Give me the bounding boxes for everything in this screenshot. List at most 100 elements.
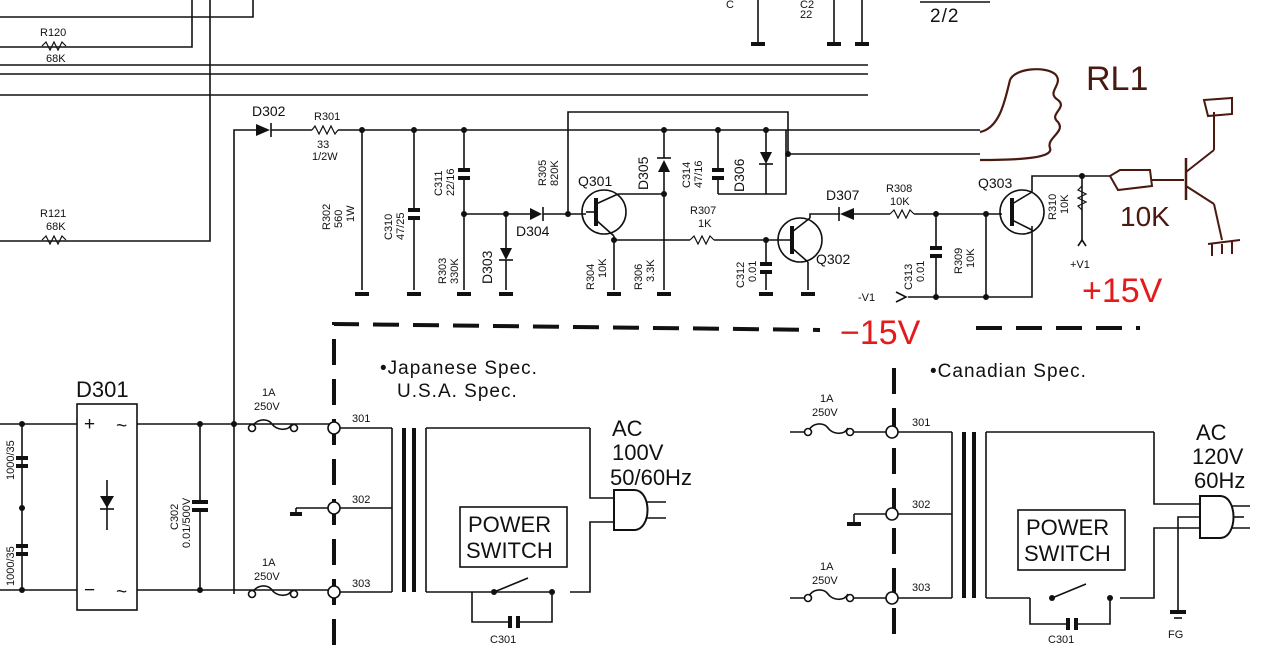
v1-neg-label: -V1 <box>858 292 875 304</box>
d301-tilde-top: ~ <box>116 416 128 437</box>
jp-c301-label: C301 <box>490 634 516 645</box>
d301-label: D301 <box>76 377 129 402</box>
r306-value: 3.3K <box>645 259 657 282</box>
d303-label: D303 <box>479 250 495 284</box>
ca-transformer <box>847 425 1154 605</box>
page-ref: 2/2 <box>930 6 959 27</box>
jp-fuse2-current: 1A <box>262 557 276 569</box>
jp-term-302: 302 <box>352 494 370 506</box>
r301-symbol <box>311 124 339 136</box>
ca-term-301: 301 <box>912 417 930 429</box>
d307-label: D307 <box>826 187 860 203</box>
c312-value: 0.01 <box>747 261 759 282</box>
c313-label: C313 <box>903 264 915 290</box>
c314-label: C314 <box>681 162 693 188</box>
res-10k-annotation: 10K <box>1120 201 1170 232</box>
ca-power-label: POWER <box>1026 515 1109 540</box>
jp-power-label: POWER <box>468 512 551 537</box>
d301-plus: + <box>84 414 96 435</box>
r304-value: 10K <box>597 258 609 278</box>
c310 <box>407 130 421 296</box>
r301-value2: 1/2W <box>312 151 338 163</box>
c312-label: C312 <box>735 262 747 288</box>
r302 <box>355 130 369 296</box>
ca-power-switch <box>1017 432 1250 630</box>
d307-r308-q303 <box>838 173 1110 300</box>
r301-value1: 33 <box>317 139 329 151</box>
d304-label: D304 <box>516 223 550 239</box>
d305-r306 <box>657 130 671 296</box>
ca-ac-frequency: 60Hz <box>1194 468 1245 493</box>
jp-ac-label: AC <box>612 416 643 441</box>
jp-fuse1-voltage: 250V <box>254 401 280 413</box>
jp-ac-frequency: 50/60Hz <box>610 465 692 490</box>
q302-label: Q302 <box>816 251 850 267</box>
d301-minus: − <box>84 580 96 601</box>
c-top2-value: 22 <box>800 9 812 21</box>
ca-ac-label: AC <box>1196 420 1227 445</box>
c-left1-label: 1000/35 <box>5 440 17 480</box>
q301-label: Q301 <box>578 173 612 189</box>
r306-label: R306 <box>633 264 645 290</box>
minus15-annotation: −15V <box>840 314 921 352</box>
r302-value2: 1W <box>345 205 357 222</box>
d302-symbol <box>256 124 270 136</box>
ca-fuse1-current: 1A <box>820 393 834 405</box>
ca-fuse2-voltage: 250V <box>812 575 838 587</box>
c-top1-label: C <box>726 0 734 11</box>
r120-label: R120 <box>40 27 66 39</box>
c302-value: 0.01/500V <box>181 497 193 548</box>
ca-ac-voltage: 120V <box>1192 444 1244 469</box>
r310-label: R310 <box>1047 194 1059 220</box>
d302-label: D302 <box>252 103 286 119</box>
jp-fuse2-voltage: 250V <box>254 571 280 583</box>
r120-value: 68K <box>46 53 66 65</box>
r120-symbol <box>41 40 67 52</box>
supply-rail <box>233 123 980 594</box>
c313-value: 0.01 <box>915 261 927 282</box>
ca-fuse2-current: 1A <box>820 561 834 573</box>
rl1-annotation: RL1 <box>1086 60 1148 98</box>
c-left2-label: 1000/35 <box>5 546 17 586</box>
r121-symbol <box>41 234 67 246</box>
usa-spec: U.S.A. Spec. <box>397 381 518 402</box>
top-bus-wiring <box>0 0 868 246</box>
jp-power-switch <box>459 428 666 628</box>
c302-label: C302 <box>169 504 181 530</box>
c311-r303-d303 <box>457 130 586 296</box>
japan-spec: •Japanese Spec. <box>380 358 538 379</box>
ca-fuse1-voltage: 250V <box>812 407 838 419</box>
top-grounds <box>751 0 869 46</box>
r310-value: 10K <box>1059 194 1071 214</box>
jp-ac-voltage: 100V <box>612 440 664 465</box>
canada-spec: •Canadian Spec. <box>930 361 1087 382</box>
d305-label: D305 <box>635 156 651 190</box>
r308-value: 10K <box>890 196 910 208</box>
c311-label: C311 <box>433 171 445 196</box>
d301-tilde-bottom: ~ <box>116 582 128 603</box>
jp-term-301: 301 <box>352 413 370 425</box>
c-top2-label: C2 <box>800 0 814 11</box>
r307-q302 <box>640 213 840 296</box>
r301-label: R301 <box>314 111 340 123</box>
c311-value: 22/16 <box>445 168 457 196</box>
c310-value: 47/25 <box>395 212 407 240</box>
r309-label: R309 <box>953 248 965 274</box>
r308-label: R308 <box>886 183 912 195</box>
r303-value: 330K <box>449 258 461 284</box>
c314-value: 47/16 <box>693 160 705 188</box>
r305-value: 820K <box>549 160 561 186</box>
q303-label: Q303 <box>978 175 1012 191</box>
r121-value: 68K <box>46 221 66 233</box>
r304-label: R304 <box>585 264 597 290</box>
ca-fuses <box>790 423 886 603</box>
r307-value: 1K <box>698 218 712 230</box>
jp-fuses <box>247 419 299 599</box>
c314-d306 <box>712 130 787 195</box>
r305 <box>567 111 980 214</box>
d306-label: D306 <box>731 158 747 192</box>
ca-term-303: 303 <box>912 582 930 594</box>
spec-divider <box>332 321 1140 645</box>
c310-label: C310 <box>383 214 395 240</box>
